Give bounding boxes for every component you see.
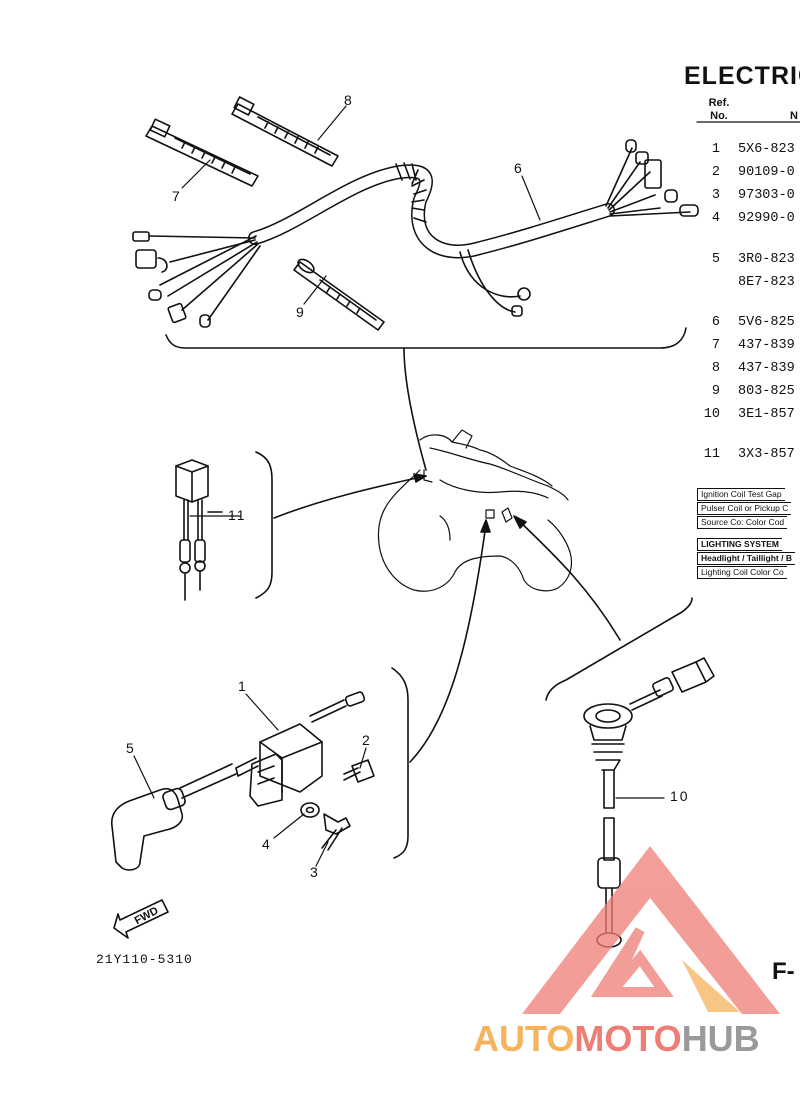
row-ref: 4	[711, 211, 720, 226]
callout-10: 10	[670, 788, 690, 804]
header-ref-label: Ref.	[708, 97, 730, 109]
spec-row: Source Co: Color Cod	[697, 516, 788, 529]
table-row: 4 92990-0	[694, 211, 795, 226]
wire-harness-drawing	[132, 139, 699, 328]
spec-section-header: LIGHTING SYSTEM	[697, 538, 782, 551]
fwd-arrow-icon	[113, 899, 169, 939]
table-row: 9 803-825	[694, 384, 795, 399]
callout-leaders	[133, 105, 800, 867]
row-ref: 3	[711, 188, 720, 203]
row-part-number: 90109-0	[738, 165, 795, 180]
row-part-number: 8E7-823	[738, 275, 795, 290]
callout-9: 9	[296, 304, 304, 320]
callout-6: 6	[514, 160, 522, 176]
row-part-number: 3E1-857	[738, 407, 795, 422]
callout-7: 7	[172, 188, 180, 204]
table-row: 5 3R0-823	[694, 252, 795, 267]
callout-11: 11	[228, 507, 247, 523]
group-bracket-ignition	[391, 667, 409, 859]
table-row: 3 97303-0	[694, 188, 795, 203]
part-11-drawing	[175, 459, 223, 601]
row-part-number: 437-839	[738, 361, 795, 376]
cable-band-9	[293, 258, 385, 331]
spec-row: Pulser Coil or Pickup C	[697, 502, 792, 515]
table-row: 6 5V6-825	[694, 315, 795, 330]
cable-band-7	[145, 118, 259, 187]
drawing-code: 21Y110-5310	[96, 952, 193, 967]
table-row: 8E7-823	[694, 275, 795, 290]
spec-row: Headlight / Taillight / B	[697, 552, 795, 565]
watermark-part-auto: AUTO	[473, 1018, 575, 1059]
table-row: 10 3E1-857	[694, 407, 795, 422]
row-part-number: 803-825	[738, 384, 795, 399]
row-ref: 2	[711, 165, 720, 180]
row-ref: 9	[711, 384, 720, 399]
callout-3: 3	[310, 864, 318, 880]
row-part-number: 3X3-857	[738, 447, 795, 462]
row-ref: 11	[703, 447, 720, 462]
table-row: 11 3X3-857	[694, 447, 795, 462]
header-no-label: No.	[710, 110, 728, 122]
row-ref: 8	[711, 361, 720, 376]
spec-row: Ignition Coil Test Gap	[697, 488, 785, 501]
cable-band-8	[231, 96, 339, 167]
callout-8: 8	[344, 92, 352, 108]
group-bracket-harness	[165, 327, 687, 349]
row-part-number: 5X6-823	[738, 142, 795, 157]
callout-4: 4	[262, 836, 270, 852]
vehicle-outline	[377, 429, 573, 592]
table-row: 7 437-839	[694, 338, 795, 353]
row-part-number: 92990-0	[738, 211, 795, 226]
callout-2: 2	[362, 732, 370, 748]
row-ref: 10	[703, 407, 720, 422]
row-ref: 7	[711, 338, 720, 353]
spec-row: Lighting Coil Color Co	[697, 566, 787, 579]
table-row: 2 90109-0	[694, 165, 795, 180]
table-row: 8 437-839	[694, 361, 795, 376]
table-row: 1 5X6-823	[694, 142, 795, 157]
watermark-part-hub: HUB	[681, 1018, 760, 1059]
row-ref: 6	[711, 315, 720, 330]
group-bracket-11	[255, 451, 273, 599]
figure-label: F-	[772, 958, 795, 985]
row-part-number: 3R0-823	[738, 252, 795, 267]
row-part-number: 97303-0	[738, 188, 795, 203]
section-title: ELECTRIC	[684, 62, 800, 90]
row-part-number: 437-839	[738, 338, 795, 353]
row-ref: 5	[711, 252, 720, 267]
watermark-logo	[522, 846, 780, 1014]
callout-5: 5	[126, 740, 134, 756]
table-header-ref: Ref. No.	[704, 97, 734, 123]
row-ref: 1	[711, 142, 720, 157]
group-bracket-10	[545, 597, 693, 701]
row-part-number: 5V6-825	[738, 315, 795, 330]
watermark-part-moto: MOTO	[574, 1018, 682, 1059]
watermark-text: AUTOMOTOHUB	[473, 1018, 760, 1060]
callout-1: 1	[238, 678, 246, 694]
ignition-coil-drawing	[110, 691, 375, 871]
table-header-part: N	[790, 110, 798, 122]
